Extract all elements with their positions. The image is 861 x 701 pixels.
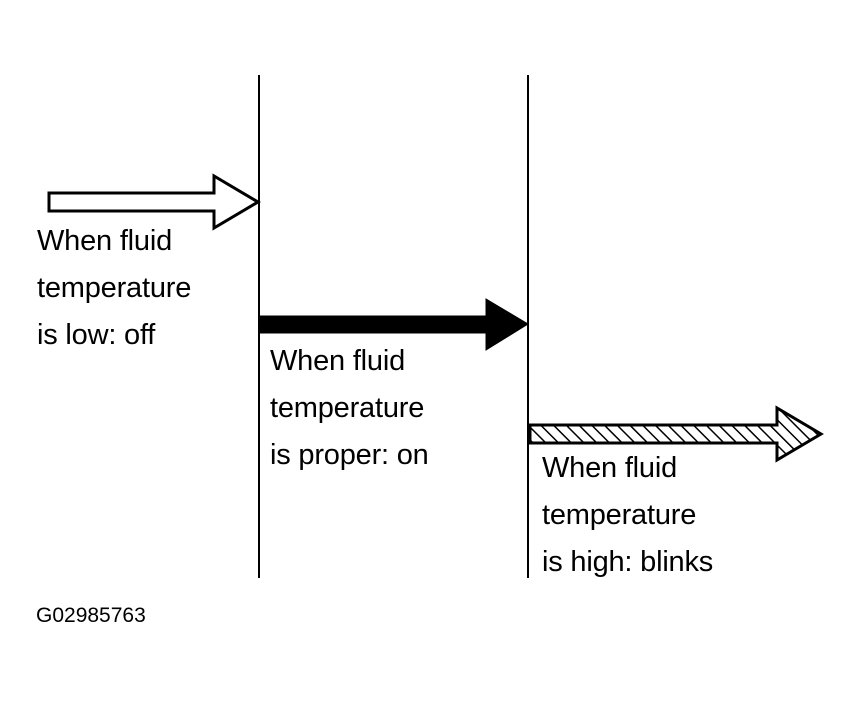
zone-label-proper-line-1: When fluid (270, 345, 406, 377)
arrow-low-outline (47, 173, 261, 231)
zone-label-low-line-3: is low: off (37, 319, 156, 351)
zone-label-high: When fluid temperature is high: blinks (542, 445, 713, 586)
zone-label-proper-line-2: temperature (270, 392, 425, 424)
zone-label-proper-line-3: is proper: on (270, 439, 429, 471)
zone-label-low: When fluid temperature is low: off (37, 218, 191, 359)
zone-label-high-line-2: temperature (542, 499, 697, 531)
arrow-high-hatched (528, 405, 824, 463)
zone-label-proper: When fluid temperature is proper: on (270, 338, 429, 479)
zone-label-high-line-1: When fluid (542, 452, 678, 484)
zone-label-high-line-3: is high: blinks (542, 546, 714, 578)
zone-label-low-line-1: When fluid (37, 225, 173, 257)
arrow-proper-solid (259, 298, 529, 351)
zone-label-low-line-2: temperature (37, 272, 192, 304)
figure-code: G02985763 (36, 604, 146, 627)
